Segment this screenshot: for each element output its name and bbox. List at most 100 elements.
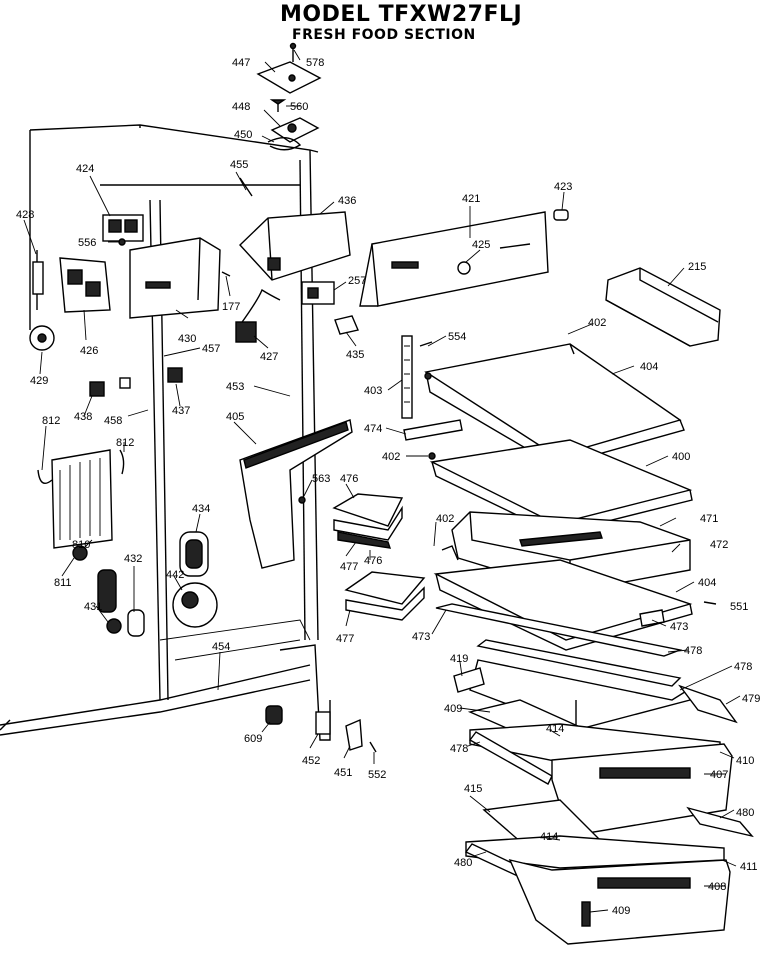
part-402-glide bbox=[424, 372, 436, 460]
label-451: 451 bbox=[334, 767, 352, 779]
label-476-top: 476 bbox=[340, 473, 358, 485]
label-812-right: 812 bbox=[116, 437, 134, 449]
label-471: 471 bbox=[700, 513, 718, 525]
part-426-light-socket bbox=[59, 257, 111, 313]
label-438: 438 bbox=[74, 411, 92, 423]
label-453: 453 bbox=[226, 381, 244, 393]
label-429: 429 bbox=[30, 375, 48, 387]
part-435-clip bbox=[334, 315, 359, 335]
part-551-screw bbox=[703, 601, 717, 605]
part-447-cover bbox=[256, 61, 322, 94]
label-400: 400 bbox=[672, 451, 690, 463]
label-411: 411 bbox=[740, 861, 758, 873]
part-403-shelf-ladder bbox=[401, 335, 413, 419]
label-435: 435 bbox=[346, 349, 364, 361]
label-403: 403 bbox=[364, 385, 382, 397]
label-479: 479 bbox=[742, 693, 760, 705]
label-407: 407 bbox=[710, 769, 728, 781]
label-408: 408 bbox=[708, 881, 726, 893]
label-450: 450 bbox=[234, 129, 252, 141]
part-560-screw bbox=[269, 99, 287, 112]
part-480-slide-right bbox=[686, 806, 754, 838]
label-812-left: 812 bbox=[42, 415, 60, 427]
part-428-bracket bbox=[32, 250, 44, 310]
part-479-slide bbox=[678, 684, 738, 724]
part-431-cap bbox=[106, 609, 145, 637]
label-457: 457 bbox=[202, 343, 220, 355]
part-432-cartridge bbox=[97, 569, 117, 613]
part-478-crisper-cover bbox=[469, 639, 691, 731]
label-556: 556 bbox=[78, 237, 96, 249]
label-480-left: 480 bbox=[454, 857, 472, 869]
label-425: 425 bbox=[472, 239, 490, 251]
label-578: 578 bbox=[306, 57, 324, 69]
label-424: 424 bbox=[76, 163, 94, 175]
part-408-freezer-drawer bbox=[508, 858, 731, 945]
label-478-low: 478 bbox=[450, 743, 468, 755]
label-404-top: 404 bbox=[640, 361, 658, 373]
part-552-screw bbox=[369, 741, 377, 753]
label-421: 421 bbox=[462, 193, 480, 205]
label-427: 427 bbox=[260, 351, 278, 363]
part-labels: 447 578 448 560 450 455 436 421 423 424 … bbox=[16, 57, 760, 917]
label-477-low: 477 bbox=[336, 633, 354, 645]
label-409-top: 409 bbox=[444, 703, 462, 715]
part-810-evaporator bbox=[37, 449, 113, 549]
part-474-bracket bbox=[403, 419, 463, 441]
part-473-rail bbox=[435, 603, 683, 657]
label-436: 436 bbox=[338, 195, 356, 207]
label-455: 455 bbox=[230, 159, 248, 171]
label-458: 458 bbox=[104, 415, 122, 427]
part-437-switch bbox=[167, 367, 183, 383]
label-432: 432 bbox=[124, 553, 142, 565]
part-424-switch bbox=[102, 214, 144, 242]
part-407-crisper-drawer bbox=[551, 743, 733, 837]
part-455-wire bbox=[239, 177, 253, 197]
part-177-screw bbox=[221, 271, 231, 277]
label-442: 442 bbox=[166, 569, 184, 581]
label-414-low: 414 bbox=[540, 831, 558, 843]
label-423: 423 bbox=[554, 181, 572, 193]
label-405: 405 bbox=[226, 411, 244, 423]
label-402-top: 402 bbox=[588, 317, 606, 329]
part-436-air-duct bbox=[239, 211, 351, 281]
label-215: 215 bbox=[688, 261, 706, 273]
label-431: 431 bbox=[84, 601, 102, 613]
label-551: 551 bbox=[730, 601, 748, 613]
diagram-title: MODEL TFXW27FLJ bbox=[280, 2, 523, 27]
part-429-fan-blade bbox=[29, 325, 55, 351]
leader-lines bbox=[23, 49, 741, 913]
part-451-hinge bbox=[345, 718, 363, 751]
part-421-control-panel bbox=[359, 211, 549, 307]
label-409-low: 409 bbox=[612, 905, 630, 917]
label-476-low: 476 bbox=[364, 555, 382, 567]
label-474: 474 bbox=[364, 423, 382, 435]
part-434-damper bbox=[179, 531, 209, 577]
label-810: 810 bbox=[72, 539, 90, 551]
label-609: 609 bbox=[244, 733, 262, 745]
label-447: 447 bbox=[232, 57, 250, 69]
part-405-air-tower bbox=[239, 419, 353, 569]
label-473-right: 473 bbox=[670, 621, 688, 633]
label-428: 428 bbox=[16, 209, 34, 221]
part-554-screw bbox=[419, 341, 433, 347]
label-257: 257 bbox=[348, 275, 366, 287]
label-402-low: 402 bbox=[436, 513, 454, 525]
label-402-mid: 402 bbox=[382, 451, 400, 463]
part-450-spring bbox=[267, 137, 302, 151]
part-452-plate bbox=[315, 711, 331, 735]
label-560: 560 bbox=[290, 101, 308, 113]
diagram-subtitle: FRESH FOOD SECTION bbox=[292, 27, 476, 43]
part-215-door-bin bbox=[605, 267, 721, 347]
label-434: 434 bbox=[192, 503, 210, 515]
part-438-clip bbox=[89, 377, 131, 397]
label-452: 452 bbox=[302, 755, 320, 767]
part-476-pan-lower bbox=[344, 571, 426, 621]
label-419: 419 bbox=[450, 653, 468, 665]
label-472: 472 bbox=[710, 539, 728, 551]
part-472-cover bbox=[441, 545, 459, 561]
part-442-motor bbox=[172, 582, 218, 628]
label-478-mid: 478 bbox=[734, 661, 752, 673]
label-177: 177 bbox=[222, 301, 240, 313]
